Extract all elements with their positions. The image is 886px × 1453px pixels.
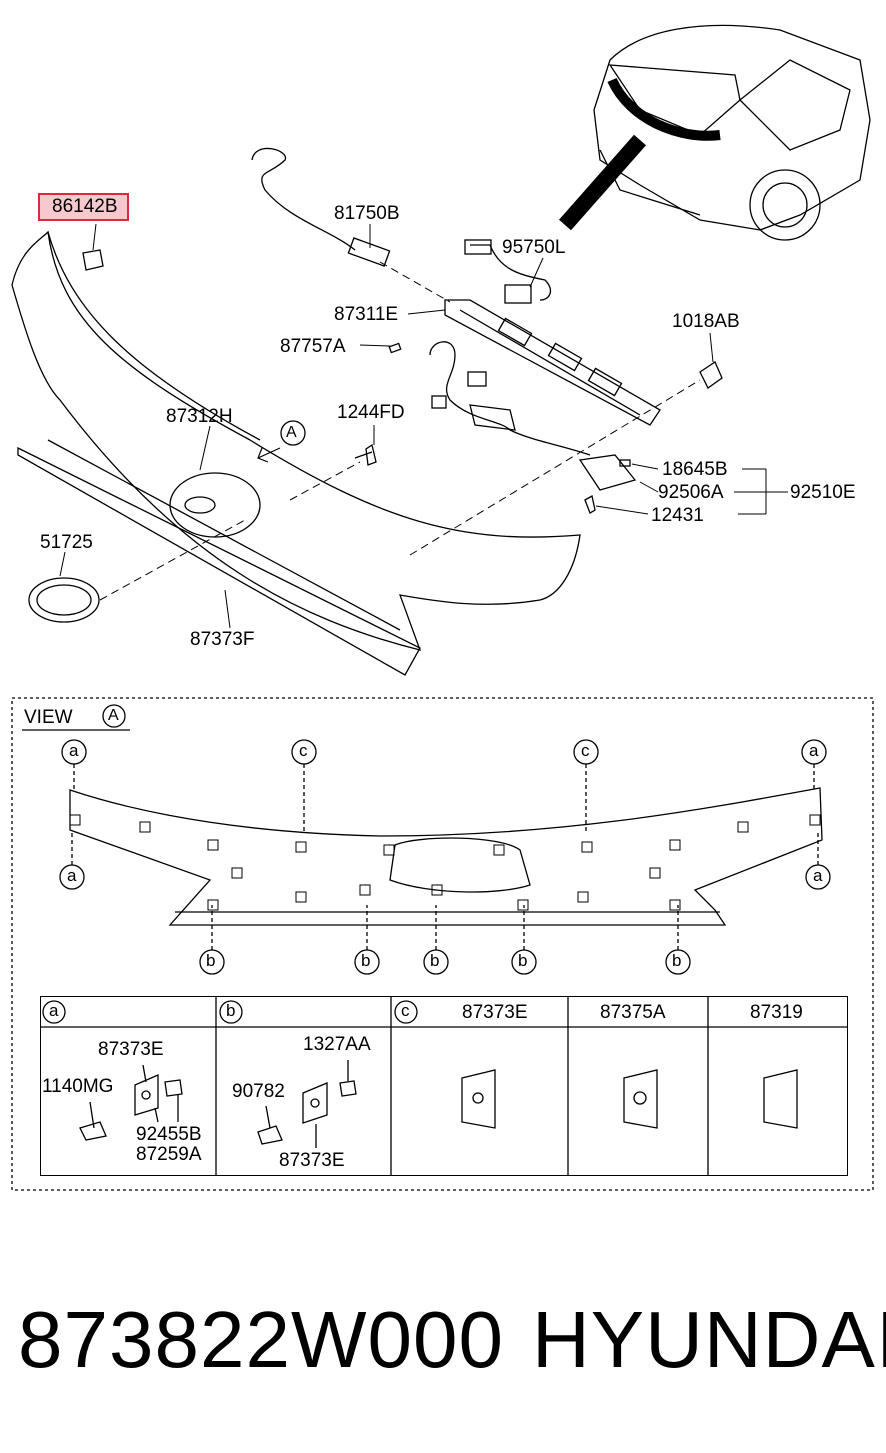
- callout-87311E: 87311E: [334, 304, 399, 325]
- table-b-part: 1327AA: [303, 1034, 371, 1055]
- highlighted-part-box: [38, 193, 129, 221]
- brand-name: HYUNDAI: [532, 1295, 886, 1384]
- table-b-part: 90782: [232, 1081, 285, 1102]
- callout-87373F: 87373F: [190, 629, 255, 650]
- mark-b: b: [518, 951, 528, 970]
- garnish-87312H: [11, 230, 581, 651]
- callout-81750B: 81750B: [334, 203, 400, 224]
- strip-87373F: [17, 446, 421, 676]
- table-col-b: b: [226, 1001, 236, 1020]
- mark-c: c: [299, 741, 308, 760]
- callout-1244FD: 1244FD: [337, 402, 405, 423]
- view-a-arrow-label: A: [286, 424, 297, 441]
- mark-b: b: [206, 951, 216, 970]
- bracket-87311E: [444, 299, 661, 426]
- mark-a: a: [67, 866, 77, 885]
- table-col-c: c: [401, 1001, 410, 1020]
- callout-1018AB: 1018AB: [672, 311, 740, 332]
- license-lamp: [578, 454, 637, 491]
- callout-92510E: 92510E: [790, 482, 856, 503]
- garnish-back-view: [69, 787, 823, 926]
- mark-b: b: [361, 951, 371, 970]
- mark-b: b: [430, 951, 440, 970]
- view-marker: A: [108, 707, 119, 724]
- table-a-part: 87259A: [136, 1144, 202, 1165]
- mark-a: a: [813, 866, 823, 885]
- table-b-part: 87373E: [279, 1150, 345, 1171]
- callout-92506A: 92506A: [658, 482, 724, 503]
- table-header-part: 87373E: [462, 1002, 528, 1023]
- part-number: 873822W000: [18, 1295, 504, 1384]
- mark-b: b: [672, 951, 682, 970]
- mark-a: a: [809, 741, 819, 760]
- wire-95750L: [470, 244, 552, 301]
- table-a-part: 1140MG: [42, 1076, 114, 1097]
- table-a-part: 92455B: [136, 1124, 202, 1145]
- callout-87312H: 87312H: [166, 406, 233, 427]
- view-label: VIEW: [24, 707, 73, 728]
- emblem-51725: [28, 577, 100, 623]
- vehicle-rear-illustration: [559, 24, 871, 241]
- callout-12431: 12431: [651, 505, 704, 526]
- callout-51725: 51725: [40, 532, 93, 553]
- table-col-a: a: [49, 1001, 59, 1020]
- mark-a: a: [69, 741, 79, 760]
- table-header-part: 87319: [750, 1002, 803, 1023]
- table-header-part: 87375A: [600, 1002, 666, 1023]
- mark-c: c: [581, 741, 590, 760]
- harness: [429, 341, 591, 456]
- callout-87757A: 87757A: [280, 336, 346, 357]
- callout-18645B: 18645B: [662, 459, 728, 480]
- callout-86142B: 86142B: [52, 196, 118, 217]
- table-a-part: 87373E: [98, 1039, 164, 1060]
- callout-95750L: 95750L: [502, 237, 566, 258]
- cable-81750B: [251, 147, 356, 251]
- parts-table: [40, 996, 848, 1176]
